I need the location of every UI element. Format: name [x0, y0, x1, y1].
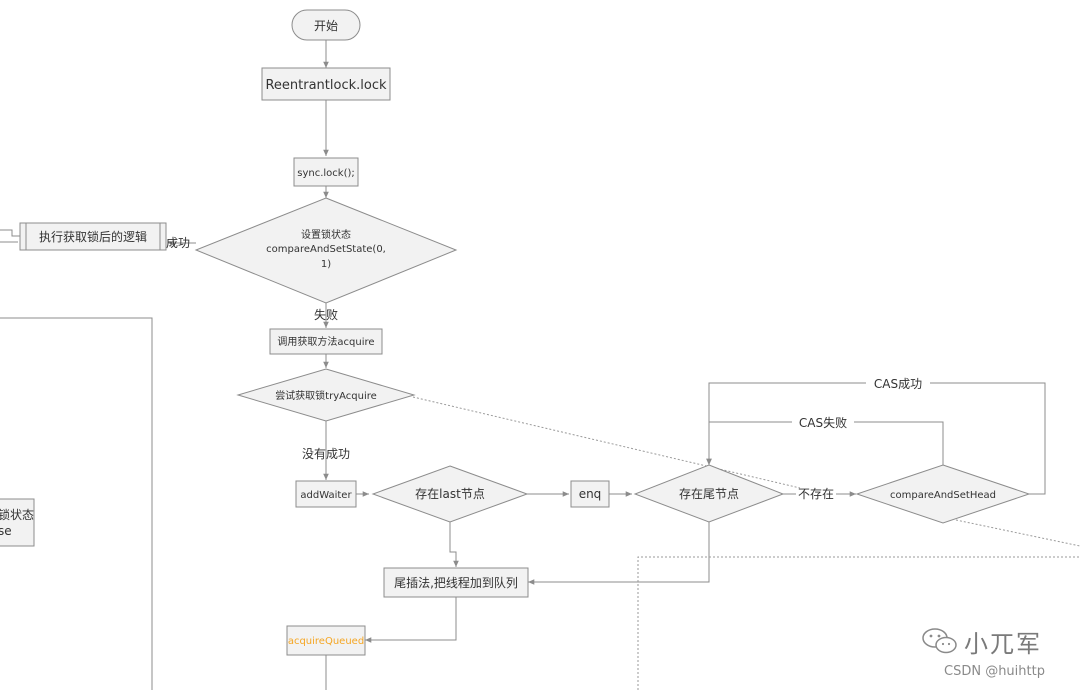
start-node	[291, 9, 361, 41]
fail-label: 失败	[314, 307, 338, 322]
cas-success-label: CAS成功	[874, 377, 922, 391]
reentrantlock-node	[261, 67, 391, 101]
not-success-label: 没有成功	[302, 446, 350, 461]
has-last-label: 存在last节点	[415, 487, 485, 501]
start-node-label: 开始	[314, 19, 338, 33]
has-tail-label: 存在尾节点	[679, 487, 739, 501]
cas-head-diamond	[855, 464, 1031, 524]
sync-lock-node	[293, 157, 359, 187]
reentrantlock-label: Reentrantlock.lock	[265, 78, 387, 93]
call-acquire-node	[269, 328, 383, 355]
cas-head-label: compareAndSetHead	[890, 490, 996, 501]
wechat-icon	[922, 628, 957, 654]
watermark-brand: 小兀军	[964, 630, 1042, 658]
call-acquire-label: 调用获取方法acquire	[277, 335, 374, 348]
left-partial-label-2: se	[0, 524, 12, 538]
try-acquire-label: 尝试获取锁tryAcquire	[275, 389, 377, 402]
not-exist-label: 不存在	[798, 487, 834, 501]
set-state-label-1: 设置锁状态	[301, 228, 351, 241]
after-lock-label: 执行获取锁后的逻辑	[39, 229, 147, 244]
after-lock-node	[19, 222, 167, 251]
enq-node	[570, 480, 610, 508]
watermark-source: CSDN @huihttp	[944, 664, 1045, 679]
has-last-diamond	[371, 465, 529, 523]
tail-insert-node	[383, 567, 529, 598]
set-state-diamond	[194, 197, 458, 304]
success-label: 成功	[166, 236, 190, 250]
sync-lock-label: sync.lock();	[297, 168, 355, 179]
has-tail-diamond	[633, 464, 785, 523]
set-state-label-2: compareAndSetState(0,	[266, 244, 386, 255]
left-partial-label-1: 锁状态	[0, 507, 34, 522]
left-partial-node	[0, 498, 35, 547]
tail-insert-label: 尾插法,把线程加到队列	[394, 575, 518, 590]
watermark: 小兀军 CSDN @huihttp	[920, 622, 1078, 684]
add-waiter-node	[295, 480, 357, 508]
cas-fail-label: CAS失败	[799, 415, 847, 430]
try-acquire-diamond	[236, 368, 416, 422]
enq-label: enq	[579, 487, 602, 501]
set-state-label-3: 1)	[321, 259, 331, 270]
connectors	[0, 40, 1080, 690]
add-waiter-label: addWaiter	[300, 490, 352, 501]
acquire-queued-node	[286, 625, 366, 656]
acquire-queued-label: acquireQueued	[288, 636, 364, 647]
